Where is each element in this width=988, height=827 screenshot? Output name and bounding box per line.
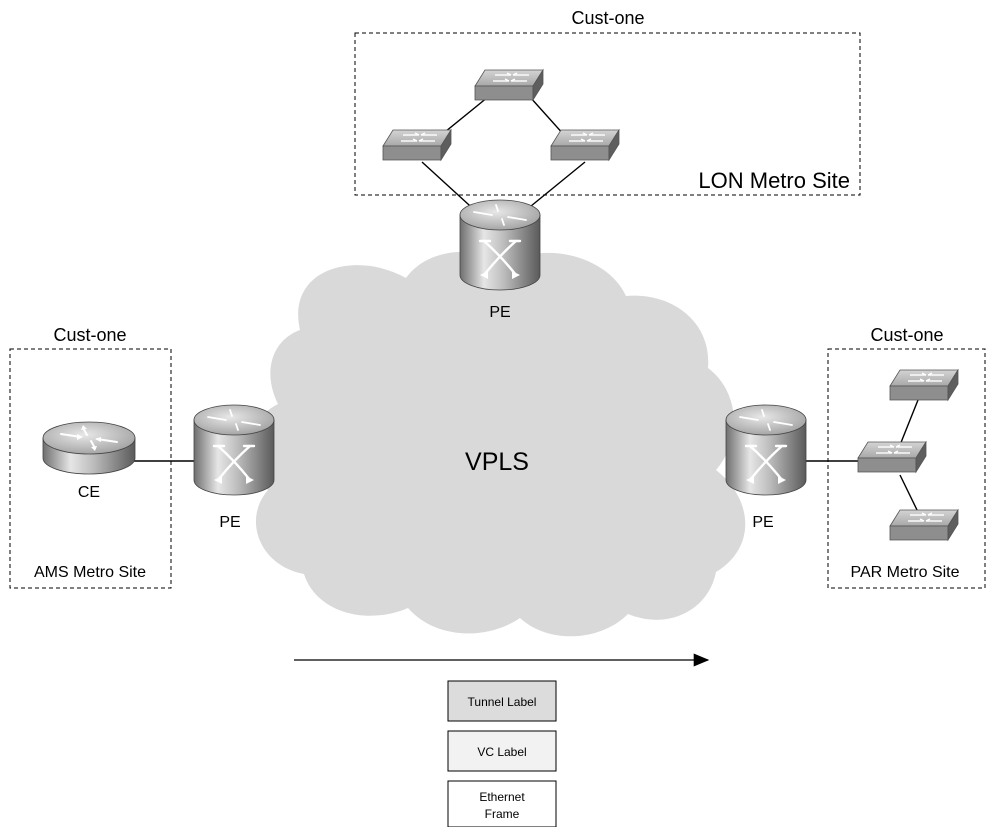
vc-label-box bbox=[447, 730, 557, 772]
lon-left-switch-icon bbox=[382, 129, 452, 161]
pe-left-label: PE bbox=[219, 514, 240, 531]
lon-site-border bbox=[354, 32, 861, 196]
lon-core-switch-icon bbox=[474, 69, 544, 101]
ce-label: CE bbox=[78, 484, 100, 501]
par-site-name: PAR Metro Site bbox=[850, 564, 959, 581]
vpls-cloud bbox=[249, 251, 746, 637]
par-site: Cust-one PAR Metro Site bbox=[827, 325, 986, 589]
vc-label-text: VC Label bbox=[477, 745, 526, 759]
ams-site-border bbox=[9, 348, 172, 589]
pe-right: PE bbox=[724, 403, 858, 531]
label-stack: Tunnel Label VC Label Ethernet Frame bbox=[447, 680, 557, 827]
pe-right-label: PE bbox=[752, 514, 773, 531]
tunnel-label-box bbox=[447, 680, 557, 722]
pe-top-label: PE bbox=[489, 304, 510, 321]
par-customer-label: Cust-one bbox=[870, 325, 943, 345]
lon-site-name: LON Metro Site bbox=[698, 168, 850, 193]
par-links bbox=[899, 399, 919, 513]
ethernet-frame-line2: Frame bbox=[485, 807, 520, 821]
ethernet-frame-box bbox=[447, 780, 557, 827]
lon-site: Cust-one LON Metro Site bbox=[354, 8, 861, 216]
pe-right-icon bbox=[724, 403, 808, 497]
pe-left: PE bbox=[192, 403, 276, 531]
par-top-switch-icon bbox=[889, 369, 959, 401]
lon-right-switch-icon bbox=[550, 129, 620, 161]
par-site-border bbox=[827, 348, 986, 589]
ce-router-icon bbox=[42, 421, 136, 475]
lon-customer-label: Cust-one bbox=[571, 8, 644, 28]
tunnel-label-text: Tunnel Label bbox=[468, 695, 537, 709]
ams-customer-label: Cust-one bbox=[53, 325, 126, 345]
par-bottom-switch-icon bbox=[889, 509, 959, 541]
ethernet-frame-line1: Ethernet bbox=[479, 790, 525, 804]
pe-top: PE bbox=[458, 198, 542, 321]
ams-site-name: AMS Metro Site bbox=[34, 564, 146, 581]
pe-left-icon bbox=[192, 403, 276, 497]
vpls-label: VPLS bbox=[465, 448, 529, 476]
par-middle-switch-icon bbox=[857, 441, 927, 473]
ams-site: Cust-one AMS Metro Site CE bbox=[9, 325, 198, 589]
pe-top-icon bbox=[458, 198, 542, 292]
